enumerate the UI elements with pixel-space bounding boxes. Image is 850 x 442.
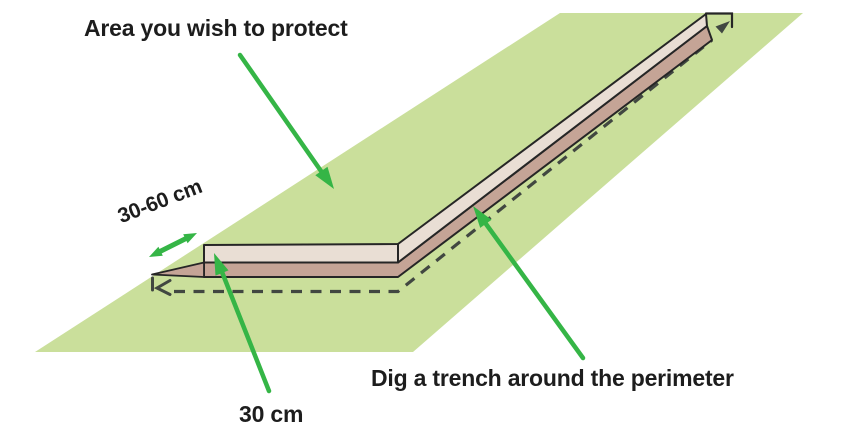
trench-direction-arrowhead-icon [715,21,730,34]
trench-width-arrowhead-left-icon [149,246,163,257]
trench-width-arrowhead-right-icon [183,233,197,244]
dig-trench-arrow [473,206,586,361]
area-protect-label: Area you wish to protect [84,15,348,41]
berm-height-arrow [214,253,272,394]
area-protect-arrowhead-icon [315,166,334,189]
berm-height-label: 30 cm [239,401,304,427]
trench-end-cross-section [704,12,734,29]
trench-continue-chevron-icon [153,279,172,296]
trench-dashed-outline [174,38,714,294]
trench-width-double-arrow [149,233,197,257]
protected-area-field [35,13,803,352]
area-protect-arrow [237,52,334,189]
berm-height-arrowhead-icon [214,253,229,276]
berm-end-ramp [151,261,205,278]
dig-trench-arrowhead-icon [473,206,492,228]
dig-trench-label: Dig a trench around the perimeter [371,365,734,391]
